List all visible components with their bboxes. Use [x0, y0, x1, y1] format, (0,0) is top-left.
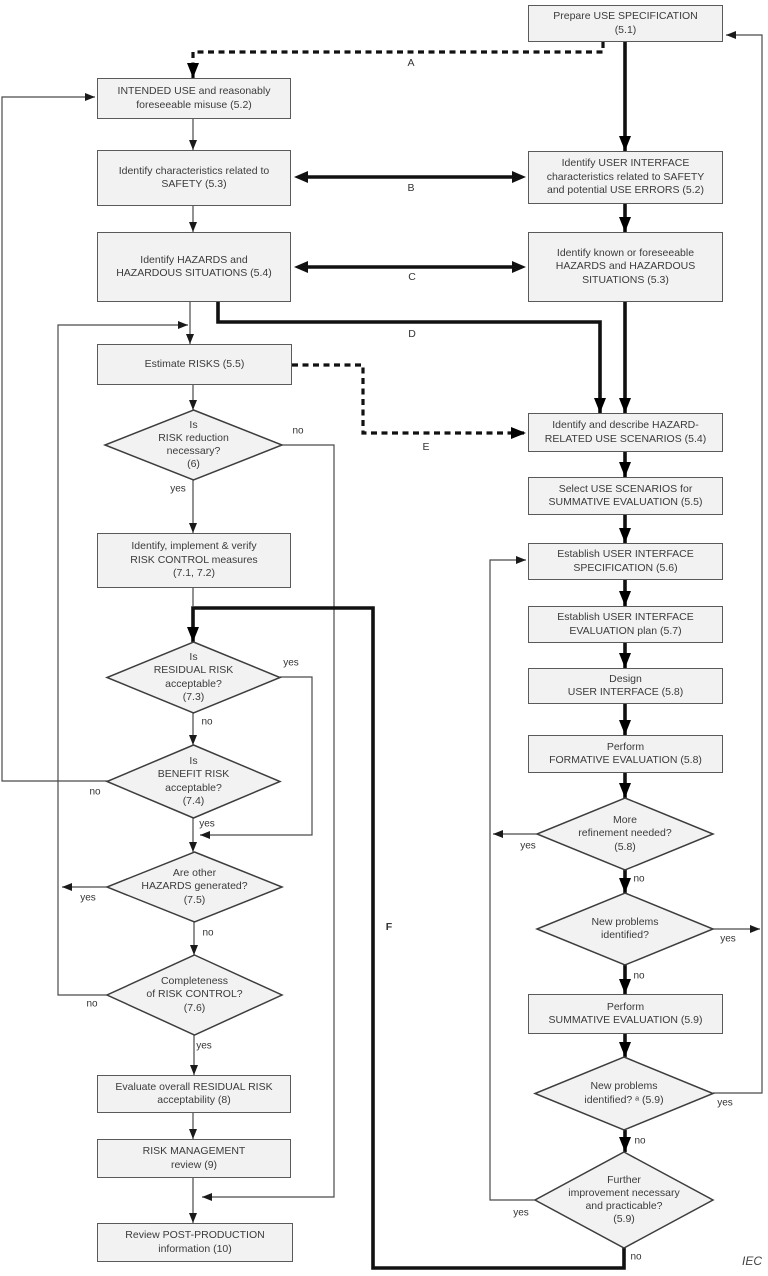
decision-benefit-risk-shape [105, 744, 282, 819]
node-risk-control: Identify, implement & verify RISK CONTRO… [97, 533, 291, 588]
decision-risk-reduction-shape [102, 409, 285, 481]
node-design-user-interface: Design USER INTERFACE (5.8) [528, 668, 723, 704]
node-intended-use: INTENDED USE and reasonably foreseeable … [97, 78, 291, 119]
node-review-post-production: Review POST-PRODUCTION information (10) [97, 1223, 293, 1262]
node-evaluate-overall-residual-risk: Evaluate overall RESIDUAL RISK acceptabi… [97, 1075, 291, 1113]
node-estimate-risks: Estimate RISKS (5.5) [97, 344, 292, 385]
branch-further-improvement-no: no [630, 1251, 642, 1263]
decision-other-hazards-shape [104, 851, 285, 923]
branch-more-refinement-no: no [633, 873, 645, 885]
connector-e-label: E [422, 441, 430, 453]
flow-benefit-no-to-intended-use [1, 93, 110, 782]
connector-a-line [187, 42, 605, 78]
connector-c-left-arrowhead [294, 261, 308, 273]
branch-new-problems-formative-no: no [633, 970, 645, 982]
node-hazard-related-scenarios: Identify and describe HAZARD- RELATED US… [528, 413, 723, 452]
decision-new-problems-formative-shape [535, 892, 715, 966]
branch-benefit-no: no [89, 786, 101, 798]
branch-residual-no: no [201, 716, 213, 728]
branch-other-hazards-yes: yes [80, 892, 96, 904]
connector-e-line [292, 363, 526, 439]
flow-further-improvement-yes-to-spec [489, 556, 535, 1201]
branch-new-problems-formative-yes: yes [720, 933, 736, 945]
node-select-use-scenarios: Select USE SCENARIOS for SUMMATIVE EVALU… [528, 477, 723, 515]
node-establish-evaluation-plan: Establish USER INTERFACE EVALUATION plan… [528, 606, 723, 643]
branch-risk-reduction-no: no [292, 425, 304, 437]
node-identify-hazards: Identify HAZARDS and HAZARDOUS SITUATION… [97, 232, 291, 302]
branch-new-problems-summative-no: no [634, 1135, 646, 1147]
branch-completeness-yes: yes [196, 1040, 212, 1052]
decision-further-improvement-shape [533, 1151, 715, 1249]
node-establish-ui-specification: Establish USER INTERFACE SPECIFICATION (… [528, 543, 723, 580]
node-identify-known-hazards: Identify known or foreseeable HAZARDS an… [528, 232, 723, 302]
connector-a-label: A [407, 57, 415, 69]
node-identify-characteristics: Identify characteristics related to SAFE… [97, 150, 291, 206]
branch-risk-reduction-yes: yes [170, 483, 186, 495]
connector-b-left-arrowhead [294, 171, 308, 183]
connector-f-label: F [385, 921, 393, 933]
connector-f-line [187, 606, 626, 1270]
branch-completeness-no: no [86, 998, 98, 1010]
branch-new-problems-summative-yes: yes [717, 1097, 733, 1109]
branch-further-improvement-yes: yes [513, 1207, 529, 1219]
iec-publisher-label: IEC [741, 1254, 763, 1268]
decision-completeness-shape [105, 954, 284, 1036]
node-risk-management-review: RISK MANAGEMENT review (9) [97, 1139, 291, 1178]
flow-risk-reduction-no-bypass [202, 444, 335, 1201]
connector-b-label: B [407, 182, 415, 194]
decision-more-refinement-shape [535, 797, 715, 871]
decision-residual-risk-shape [105, 641, 282, 714]
decision-new-problems-summative-shape [533, 1056, 715, 1131]
node-perform-formative-evaluation: Perform FORMATIVE EVALUATION (5.8) [528, 735, 723, 773]
connector-c-label: C [408, 271, 416, 283]
connector-d-line [216, 302, 606, 413]
flow-new-problems-summative-yes-to-prepare [713, 31, 763, 1094]
flow-completeness-no-to-estimate [57, 321, 188, 996]
node-prepare-use-specification: Prepare USE SPECIFICATION (5.1) [528, 5, 723, 42]
connector-b-right-arrowhead [512, 171, 526, 183]
flow-residual-yes-merge [200, 676, 313, 839]
branch-residual-yes: yes [283, 657, 299, 669]
branch-more-refinement-yes: yes [520, 840, 536, 852]
node-perform-summative-evaluation: Perform SUMMATIVE EVALUATION (5.9) [528, 994, 723, 1034]
branch-other-hazards-no: no [202, 927, 214, 939]
branch-benefit-yes: yes [199, 818, 215, 830]
connector-c-right-arrowhead [512, 261, 526, 273]
node-identify-ui-characteristics: Identify USER INTERFACE characteristics … [528, 151, 723, 204]
connector-d-label: D [408, 328, 416, 340]
